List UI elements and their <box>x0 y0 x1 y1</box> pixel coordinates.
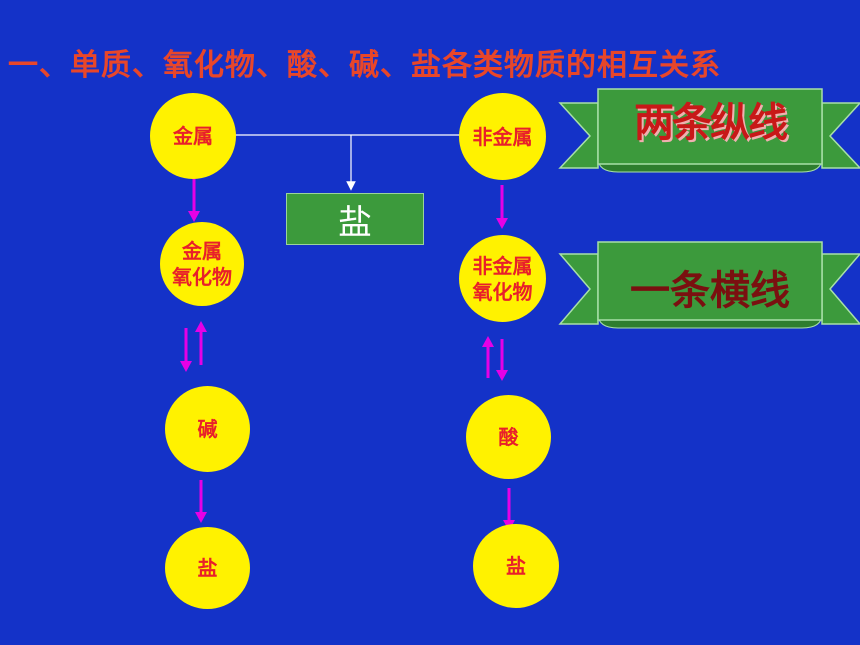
nonmetal-oxide-label-1: 非金属 <box>472 253 533 278</box>
metal-label: 金属 <box>173 124 213 148</box>
base-label: 碱 <box>197 417 218 441</box>
nonmetal-oxide-circle: 非金属 氧化物 <box>459 235 546 322</box>
banner-vertical-lines <box>558 88 860 173</box>
nonmetal-to-oxide-arrow <box>496 185 508 229</box>
metal-oxide-label-1: 金属 <box>182 239 222 263</box>
metal-to-oxide-arrow <box>188 178 200 222</box>
oxide-acid-arrows <box>482 336 508 381</box>
acid-label: 酸 <box>498 425 519 449</box>
metal-circle: 金属 <box>150 93 236 179</box>
metal-salt-label: 盐 <box>197 556 218 580</box>
oxide-base-arrows <box>180 321 207 372</box>
base-to-salt-arrow <box>195 480 207 523</box>
metal-oxide-circle: 金属 氧化物 <box>160 222 244 306</box>
vertical-lines-label: 两条纵线 <box>634 100 788 146</box>
nonmetal-circle: 非金属 <box>459 93 546 180</box>
banner-horizontal-line <box>558 241 860 329</box>
nonmetal-salt-circle: 盐 <box>473 524 559 608</box>
metal-oxide-label-2: 氧化物 <box>172 265 232 289</box>
center-salt-label: 盐 <box>338 202 372 243</box>
nonmetal-label: 非金属 <box>472 124 533 149</box>
nonmetal-oxide-label-2: 氧化物 <box>472 279 533 304</box>
acid-circle: 酸 <box>466 395 551 479</box>
page-title: 一、单质、氧化物、酸、碱、盐各类物质的相互关系 <box>8 48 721 83</box>
nonmetal-salt-label: 盐 <box>506 554 526 578</box>
metal-salt-circle: 盐 <box>165 527 250 609</box>
base-circle: 碱 <box>165 386 250 472</box>
center-salt-box: 盐 <box>286 193 424 245</box>
horizontal-line-label: 一条横线 <box>630 268 790 314</box>
